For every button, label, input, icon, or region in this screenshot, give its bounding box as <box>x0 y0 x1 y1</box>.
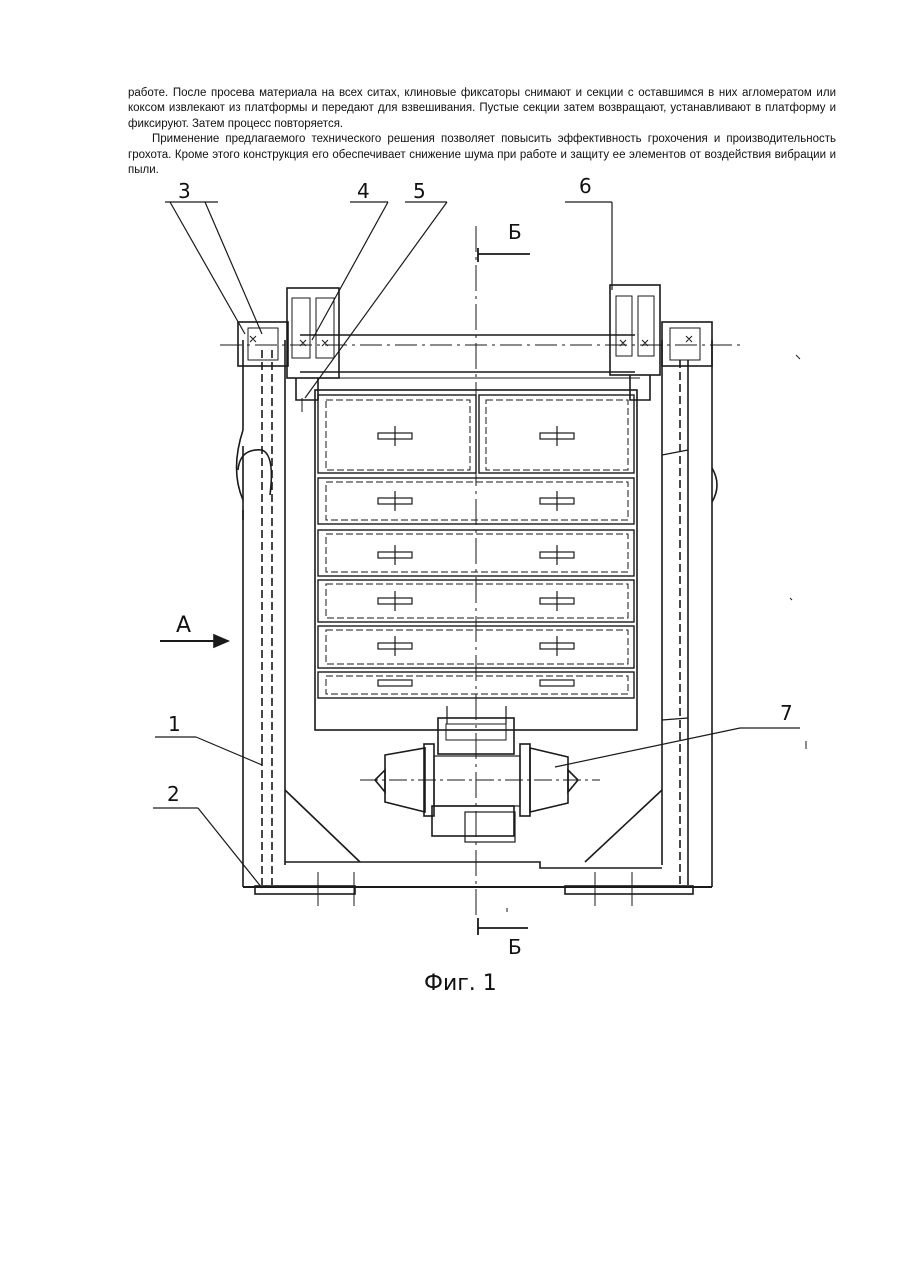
label-1: 1 <box>168 712 181 736</box>
figure-caption: Фиг. 1 <box>424 971 497 996</box>
outer-frame <box>237 340 718 906</box>
callout-labels: 3 4 5 6 1 2 7 Б Б Фиг. 1 <box>167 174 793 996</box>
label-7: 7 <box>780 701 793 725</box>
view-a-label: А <box>176 613 191 638</box>
label-4: 4 <box>357 179 370 203</box>
label-3: 3 <box>178 179 191 203</box>
sieve-platform <box>302 378 688 730</box>
label-5: 5 <box>413 179 426 203</box>
view-arrow: А <box>160 613 228 647</box>
label-2: 2 <box>167 782 180 806</box>
vibration-motor <box>360 706 600 842</box>
label-6: 6 <box>579 174 592 198</box>
section-label-top: Б <box>508 220 522 244</box>
section-label-bottom: Б <box>508 935 522 959</box>
